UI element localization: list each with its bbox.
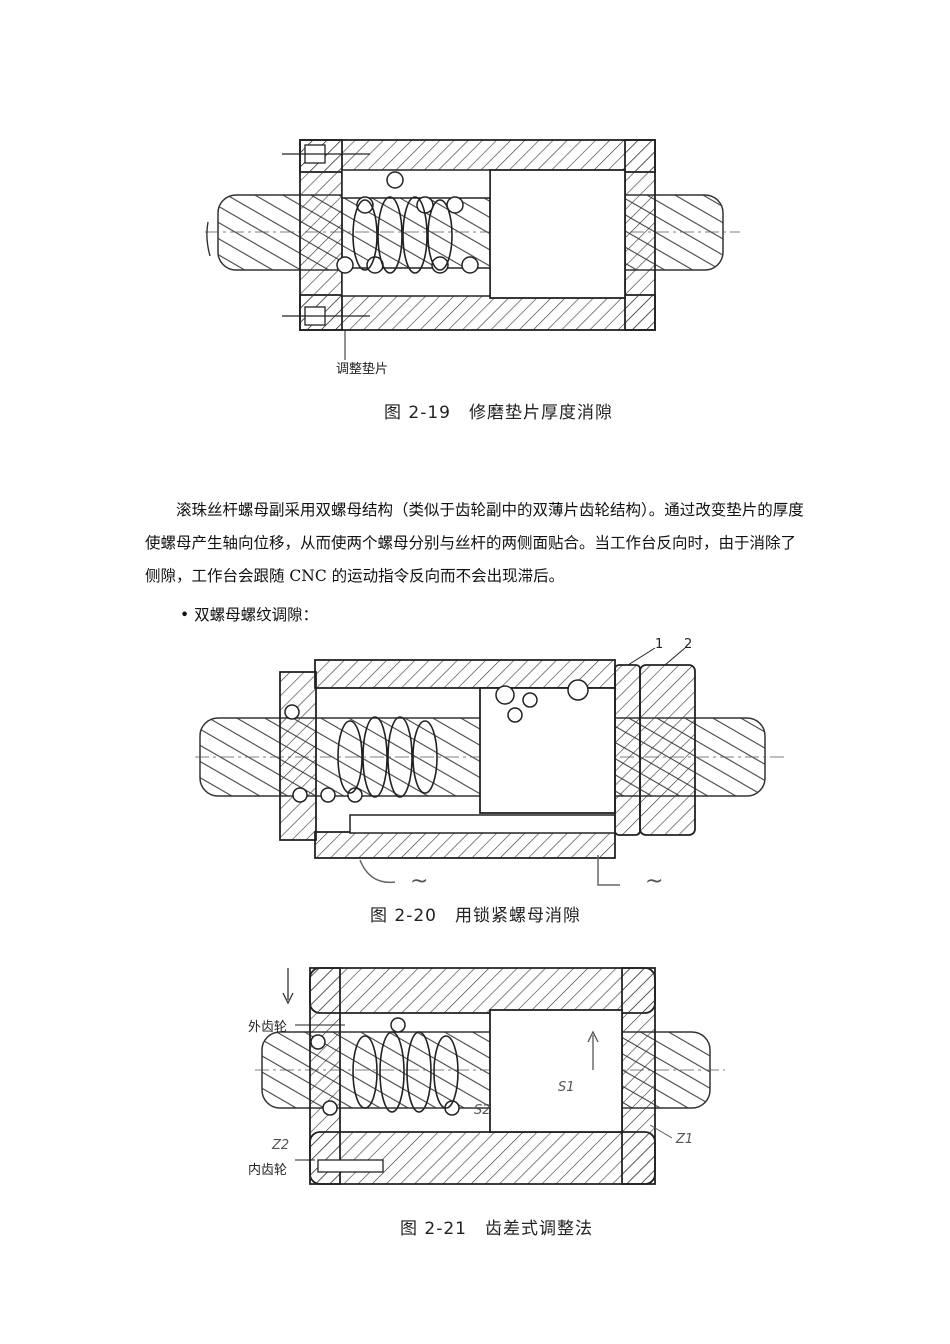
s2-label: S2 [474, 1103, 491, 1118]
figure-2-20-caption: 图 2-20 用锁紧螺母消隙 [370, 906, 581, 926]
bullet-double-nut: • 双螺母螺纹调隙： [180, 606, 319, 624]
figure-2-19-caption: 图 2-19 修磨垫片厚度消隙 [384, 403, 613, 423]
svg-text:~: ~ [645, 869, 663, 894]
svg-text:~: ~ [410, 869, 428, 894]
z1-label: Z1 [676, 1132, 694, 1147]
figure-2-21-caption: 图 2-21 齿差式调整法 [400, 1219, 593, 1239]
lock-nut-label-1: 1 [655, 637, 664, 652]
body-paragraph: 滚珠丝杆螺母副采用双螺母结构（类似于齿轮副中的双薄片齿轮结构）。通过改变垫片的厚… [145, 501, 804, 585]
shim-label: 调整垫片 [336, 362, 389, 377]
inner-gear-label: 内齿轮 [248, 1163, 288, 1178]
outer-gear-label: 外齿轮 [248, 1020, 288, 1035]
s1-label: S1 [558, 1080, 575, 1095]
lock-nut-label-2: 2 [684, 637, 693, 652]
z2-label: Z2 [272, 1138, 290, 1153]
